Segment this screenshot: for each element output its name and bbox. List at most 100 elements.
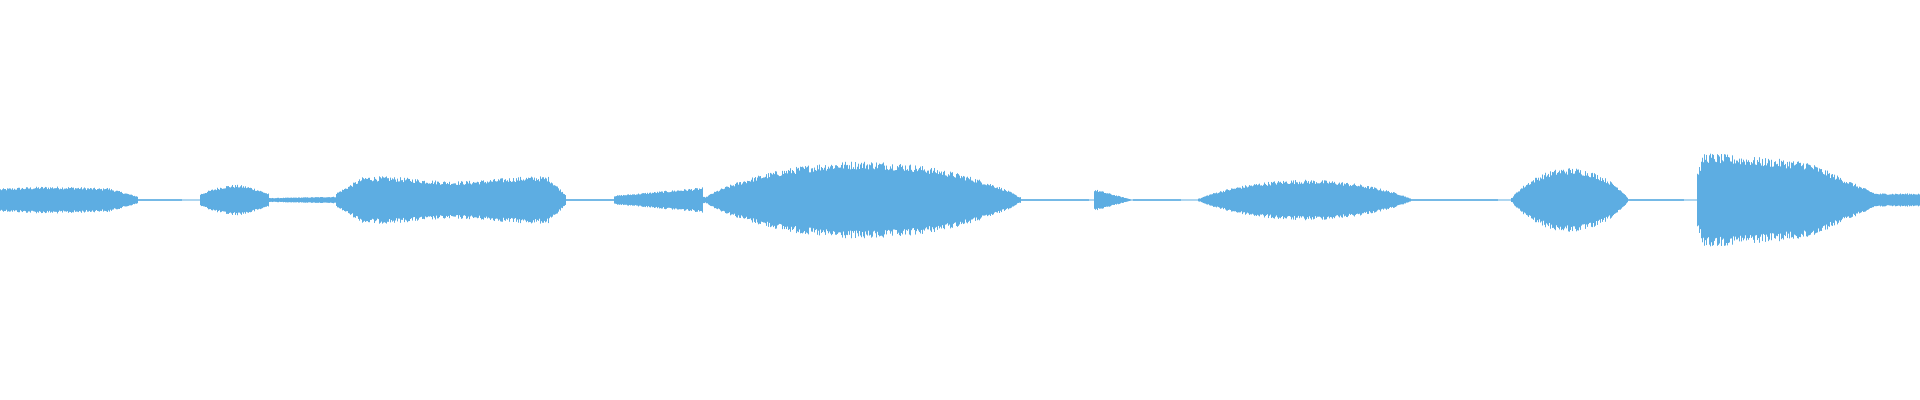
waveform-sample (1288, 183, 1289, 217)
waveform-sample (968, 178, 969, 222)
waveform-sample (1772, 166, 1773, 234)
waveform-sample (114, 191, 115, 209)
waveform-sample (1424, 199, 1425, 201)
waveform-sample (1615, 186, 1616, 214)
waveform-sample (886, 165, 887, 235)
waveform-sample (959, 175, 960, 225)
waveform-sample (1126, 198, 1127, 202)
waveform-sample (1722, 160, 1723, 240)
waveform-sample (1423, 199, 1424, 201)
waveform-sample (949, 175, 950, 225)
waveform-sample (1284, 182, 1285, 218)
waveform-sample (1869, 191, 1870, 209)
waveform-sample (995, 188, 996, 212)
waveform-sample (1281, 182, 1282, 218)
waveform-sample (218, 189, 219, 211)
waveform-sample (1128, 198, 1129, 202)
waveform-sample (1620, 190, 1621, 210)
waveform-sample (1516, 192, 1517, 208)
waveform-sample (1586, 175, 1587, 225)
waveform-sample (1816, 167, 1817, 233)
waveform-sample (1306, 180, 1307, 220)
waveform-sample (805, 166, 806, 234)
waveform-sample (1155, 199, 1156, 201)
waveform-sample (1206, 195, 1207, 205)
waveform-sample (508, 181, 509, 219)
waveform-sample (1483, 199, 1484, 201)
waveform-sample (1463, 199, 1464, 201)
waveform-sample (1164, 199, 1165, 201)
waveform-sample (1540, 177, 1541, 223)
waveform-sample (518, 177, 519, 223)
waveform-sample (1380, 188, 1381, 212)
waveform-sample (149, 199, 150, 201)
waveform-sample (290, 197, 291, 203)
waveform-sample (92, 189, 93, 211)
waveform-sample (286, 197, 287, 203)
waveform-sample (1481, 199, 1482, 201)
waveform-sample (1358, 185, 1359, 215)
waveform-sample (1199, 198, 1200, 202)
waveform-sample (943, 171, 944, 229)
waveform-sample (382, 176, 383, 224)
waveform-sample (1315, 183, 1316, 217)
waveform-sample (1075, 199, 1076, 201)
waveform-sample (1603, 180, 1604, 220)
waveform-sample (815, 169, 816, 231)
waveform-sample (1617, 187, 1618, 213)
waveform-sample (1022, 199, 1023, 201)
waveform-sample (1435, 199, 1436, 201)
waveform-sample (1648, 199, 1649, 201)
waveform-sample (430, 183, 431, 217)
waveform-sample (1036, 199, 1037, 201)
waveform-sample (1830, 178, 1831, 222)
waveform-sample (1484, 199, 1485, 201)
waveform-sample (817, 165, 818, 235)
waveform-sample (1556, 174, 1557, 226)
waveform-sample (668, 192, 669, 208)
waveform-sample (362, 177, 363, 223)
waveform-sample (1475, 199, 1476, 201)
waveform-sample (1563, 169, 1564, 231)
waveform-sample (498, 179, 499, 221)
waveform-sample (1331, 182, 1332, 218)
waveform-sample (1179, 199, 1180, 201)
waveform-sample (1803, 163, 1804, 237)
waveform-sample (1219, 192, 1220, 208)
waveform-sample (682, 190, 683, 210)
waveform-sample (173, 199, 174, 201)
waveform-sample (1121, 197, 1122, 203)
waveform-sample (416, 181, 417, 219)
waveform-sample (1252, 186, 1253, 214)
waveform-sample (881, 164, 882, 236)
waveform-sample (292, 197, 293, 203)
waveform-sample (1631, 199, 1632, 201)
waveform-sample (1103, 191, 1104, 209)
waveform-sample (1464, 199, 1465, 201)
waveform-sample (888, 170, 889, 230)
waveform-sample (1115, 195, 1116, 205)
waveform-sample (796, 166, 797, 234)
waveform-sample (1444, 199, 1445, 201)
waveform-sample (1079, 199, 1080, 201)
waveform-sample (564, 194, 565, 206)
waveform-sample (640, 194, 641, 206)
waveform-sample (166, 199, 167, 201)
waveform-sample (1265, 183, 1266, 217)
waveform-sample (644, 193, 645, 207)
waveform-sample (270, 198, 271, 202)
waveform-sample (391, 179, 392, 221)
waveform-sample (1802, 165, 1803, 235)
waveform-sample (1781, 160, 1782, 240)
waveform-sample (360, 181, 361, 219)
waveform-sample (999, 186, 1000, 214)
waveform-sample (389, 180, 390, 220)
waveform-sample (771, 173, 772, 227)
waveform-sample (1683, 199, 1684, 201)
waveform-sample (790, 168, 791, 232)
waveform-sample (319, 197, 320, 203)
waveform-sample (127, 193, 128, 207)
waveform-sample (575, 199, 576, 201)
waveform-sample (1209, 194, 1210, 206)
waveform-sample (1361, 185, 1362, 215)
